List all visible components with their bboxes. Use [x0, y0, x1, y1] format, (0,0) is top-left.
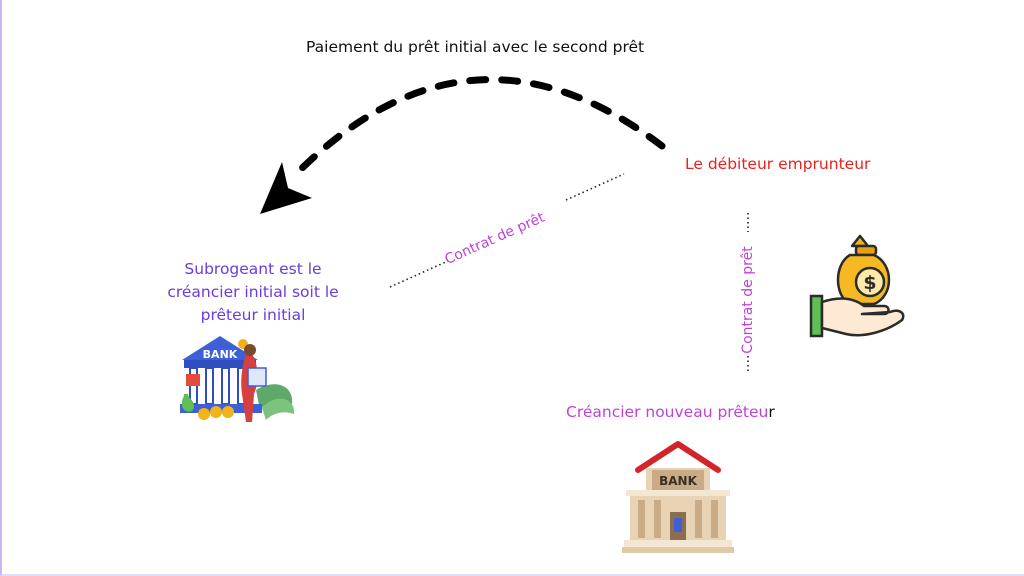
dollar-sign-icon: $ — [863, 272, 876, 294]
initial-bank-sign: BANK — [203, 348, 238, 361]
money-bag-hand-icon: $ — [809, 234, 905, 338]
contract-label-vertical: Contrat de prêt — [740, 246, 756, 354]
dotted-line-diagonal-left — [389, 260, 449, 288]
bank-building-icon: BANK — [622, 441, 734, 553]
new-bank-sign: BANK — [659, 474, 697, 488]
curved-dashed-arrow-icon — [291, 76, 666, 179]
new-lender-label-main: Créancier nouveau prêteu — [566, 403, 769, 421]
debtor-label: Le débiteur emprunteur — [685, 155, 871, 173]
subrogeant-label: Subrogeant est le créancier initial soit… — [167, 260, 339, 324]
payment-caption: Paiement du prêt initial avec le second … — [306, 38, 645, 56]
dotted-line-diagonal-right — [565, 173, 625, 201]
new-lender-label: Créancier nouveau prêteur — [566, 403, 775, 421]
bank-illustration-icon: BANK — [180, 336, 295, 422]
arrowhead-icon — [260, 162, 312, 214]
new-lender-label-tail: r — [768, 403, 775, 421]
